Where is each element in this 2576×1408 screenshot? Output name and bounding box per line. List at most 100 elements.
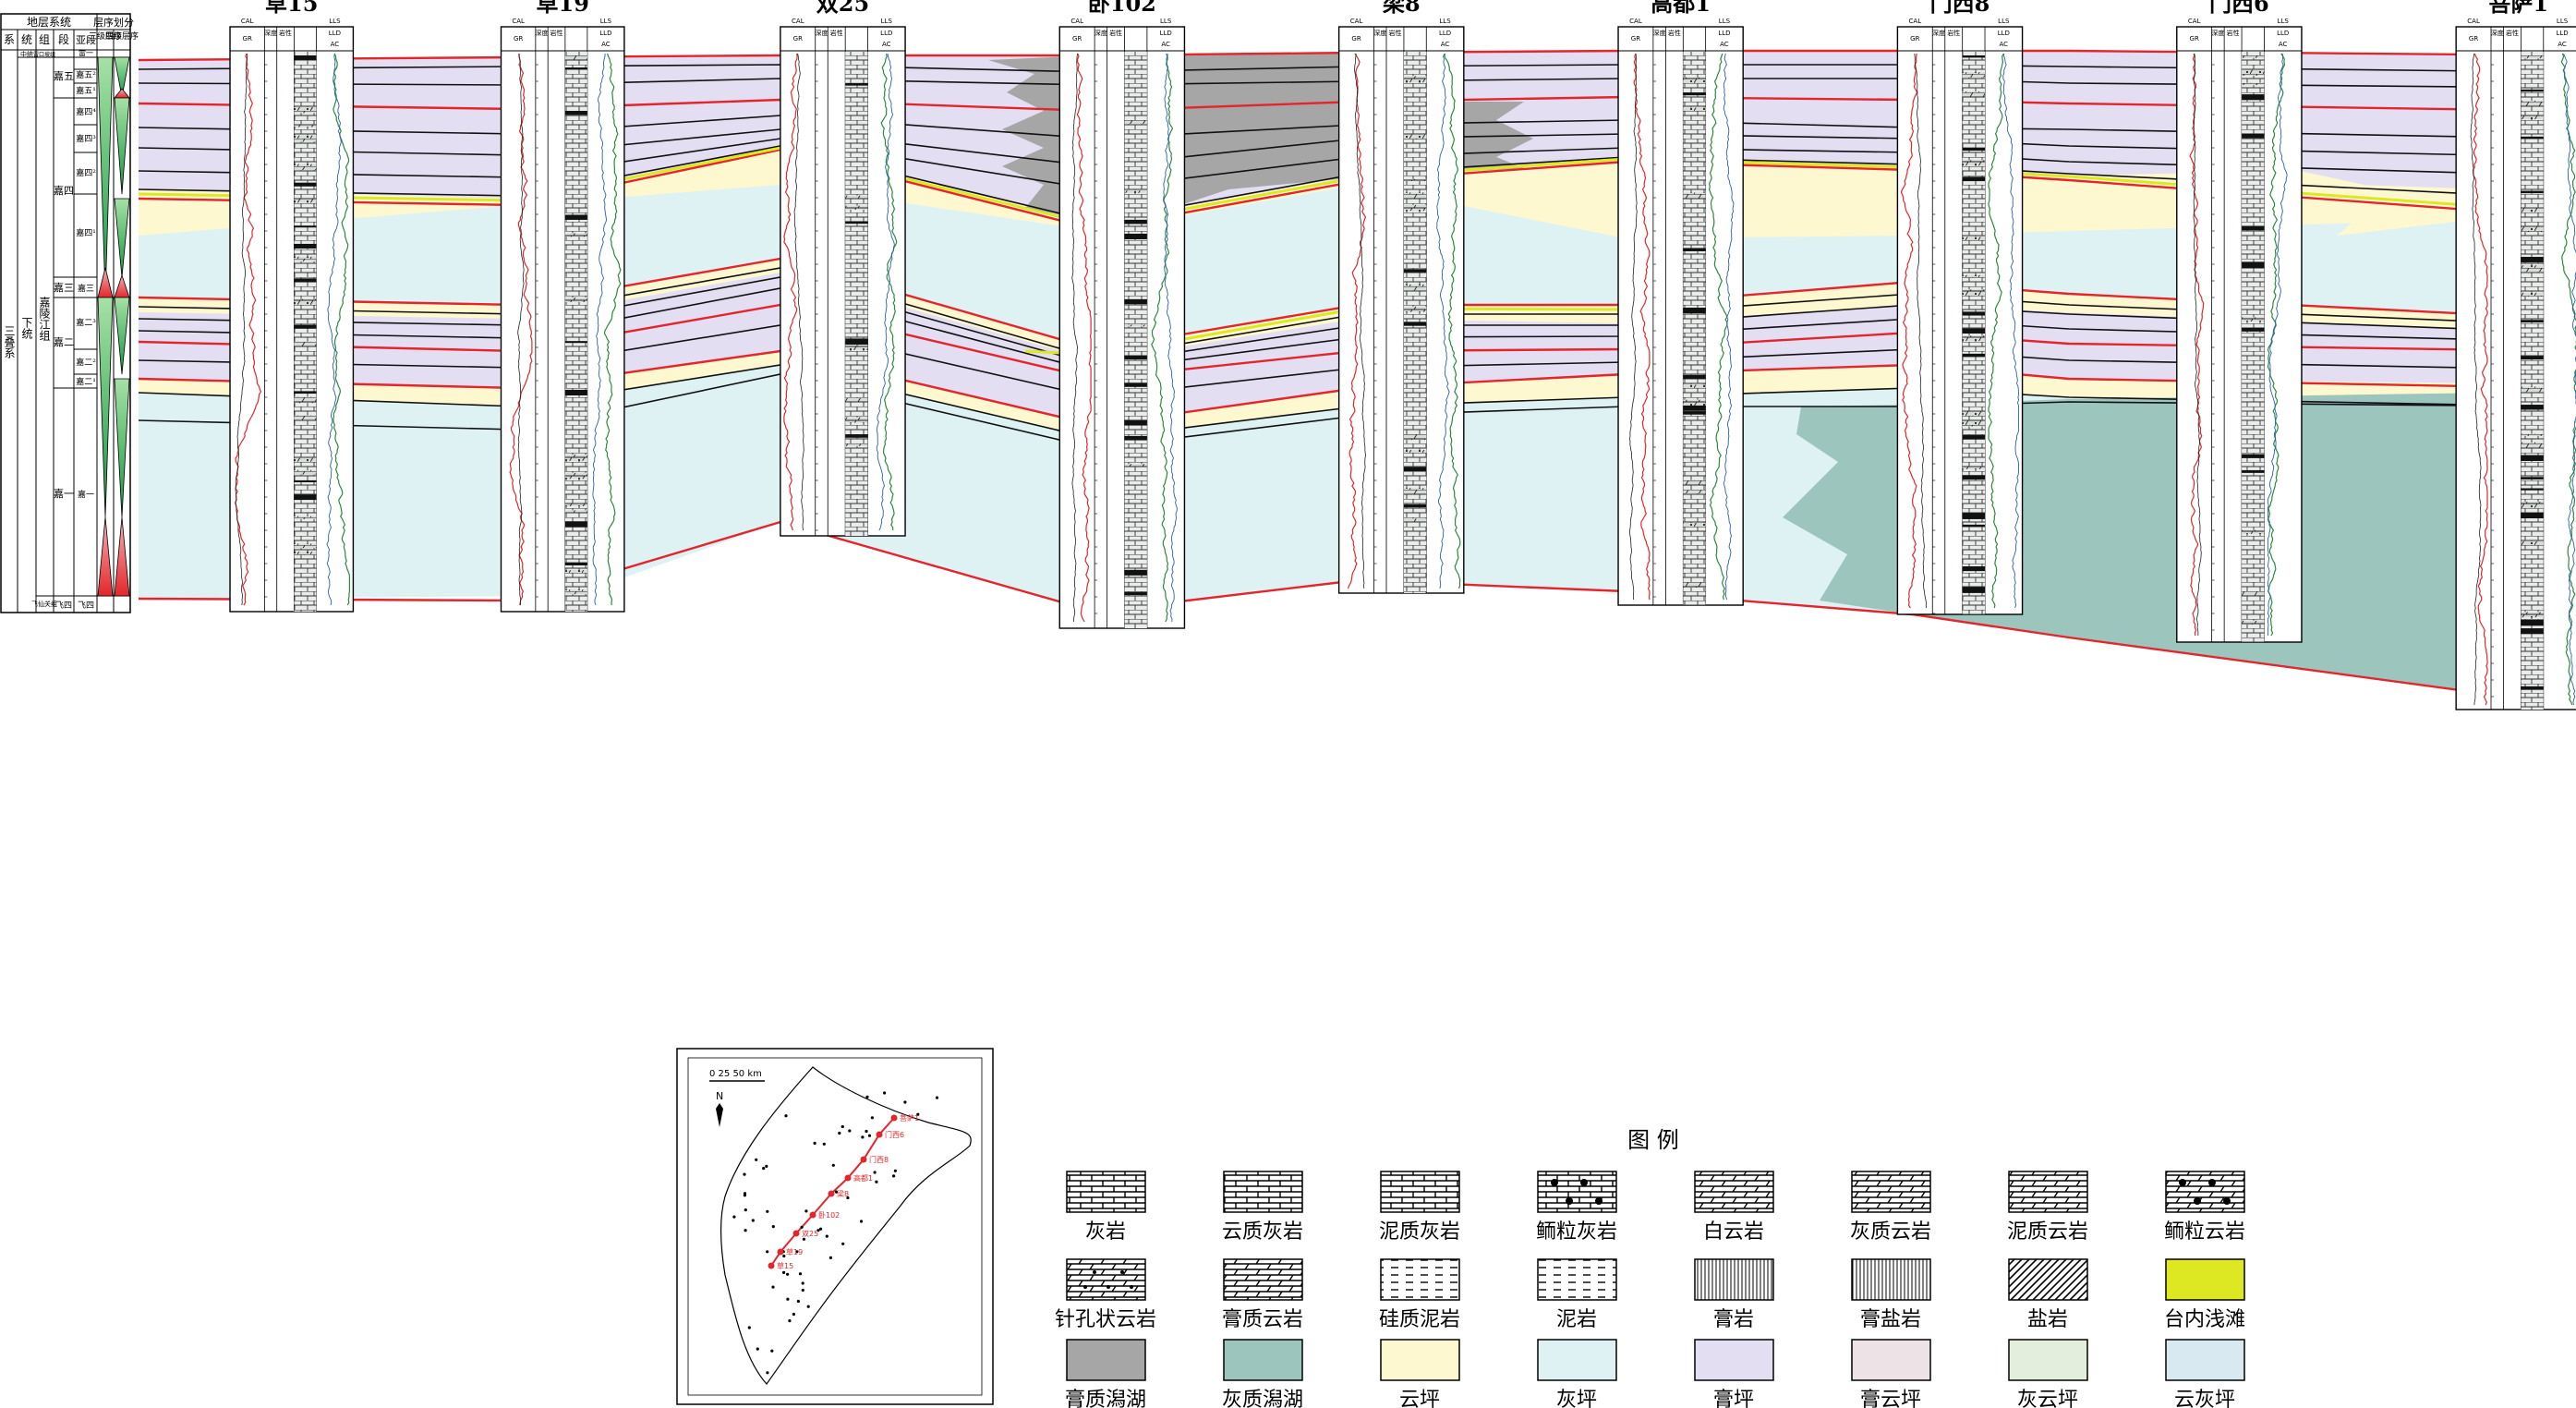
track-label: LLD xyxy=(2277,30,2289,37)
member-jia5: 嘉五 xyxy=(54,69,74,82)
sequence-triangles xyxy=(97,56,130,597)
map-well-dot xyxy=(834,1190,839,1194)
legend-item: 灰岩 xyxy=(1066,1171,1146,1244)
track-label: LLS xyxy=(1439,18,1451,25)
well-column: 门西6CALGR深度岩性LLSLLDAC xyxy=(2176,0,2303,643)
legend-label: 膏云坪 xyxy=(1860,1389,1921,1408)
map-well-dot xyxy=(751,1219,755,1222)
member-jia3: 嘉三 xyxy=(54,281,74,294)
legend-swatch xyxy=(2008,1258,2088,1301)
legend-item: 云质灰岩 xyxy=(1222,1171,1303,1244)
track-label: LLD xyxy=(1160,30,1172,37)
legend-swatch xyxy=(1851,1171,1931,1213)
wells-layer: 草15CALGR深度岩性LLSLLDAC草19CALGR深度岩性LLSLLDAC… xyxy=(229,0,2576,710)
jialingjiang-label: 嘉陵江组 xyxy=(38,297,51,341)
map-well-dots xyxy=(732,1091,939,1375)
map-well-dot xyxy=(782,1254,786,1258)
member-jia2: 嘉二 xyxy=(54,335,74,348)
map-well-dot xyxy=(744,1229,747,1232)
legend-item: 灰质潟湖 xyxy=(1222,1339,1303,1408)
legend-label: 白云岩 xyxy=(1703,1220,1764,1244)
submember-2: 嘉五² xyxy=(76,69,96,80)
map-well-dot xyxy=(762,1167,766,1171)
track-label: LLS xyxy=(1998,18,2010,25)
member-jia1: 嘉一 xyxy=(54,487,74,500)
jia3-dolo-flat-east xyxy=(2069,171,2568,236)
legend-label: 泥质灰岩 xyxy=(1379,1220,1460,1244)
legend-item: 泥质云岩 xyxy=(2007,1171,2088,1244)
legend-swatch xyxy=(1380,1339,1460,1381)
map-well-dot xyxy=(867,1134,872,1137)
legend-item: 膏坪 xyxy=(1694,1339,1774,1408)
track-label: CAL xyxy=(1070,18,1083,25)
legend-title: 图 例 xyxy=(1627,1127,1679,1153)
map-well-label: 高都1 xyxy=(853,1173,873,1183)
track-label: LLD xyxy=(1718,30,1730,37)
track-label: AC xyxy=(1441,41,1450,48)
track-label: AC xyxy=(2000,41,2009,48)
well-name: 门西8 xyxy=(1930,0,1990,17)
submember-7: 嘉四¹ xyxy=(76,227,96,238)
map-well-dot xyxy=(825,1234,828,1238)
well-name: 草19 xyxy=(537,0,589,17)
track-label: 深度 xyxy=(2491,29,2504,37)
map-well-label: 草19 xyxy=(786,1247,803,1256)
track-label: CAL xyxy=(1350,18,1363,25)
map-well-dot xyxy=(798,1272,803,1276)
map-well-dot xyxy=(916,1112,920,1116)
map-well-dot xyxy=(831,1163,835,1167)
track-label: 深度 xyxy=(1653,29,1666,37)
track-label: GR xyxy=(1910,35,1919,42)
track-label: AC xyxy=(1161,41,1170,48)
legend-swatch xyxy=(1537,1339,1617,1381)
legend-swatch xyxy=(1066,1339,1146,1381)
legend-label: 膏质云岩 xyxy=(1222,1308,1303,1331)
track-label: 岩性 xyxy=(1668,29,1681,37)
well-column: 双25CALGR深度岩性LLSLLDAC xyxy=(780,0,906,537)
map-well-dot xyxy=(804,1209,808,1213)
legend: 图 例 灰岩云质灰岩泥质灰岩鲕粒灰岩白云岩灰质云岩泥质云岩鲕粒云岩针孔状云岩膏质… xyxy=(1055,1127,2245,1408)
legend-label: 泥岩 xyxy=(1556,1308,1597,1331)
track-label: GR xyxy=(1351,35,1361,42)
track-label: AC xyxy=(2279,41,2288,48)
legend-swatch xyxy=(1537,1258,1617,1301)
map-well-dot xyxy=(800,1225,804,1229)
track-label: CAL xyxy=(2467,18,2480,25)
leikoupo-label: 雷口坡组 xyxy=(33,51,55,58)
map-well-dot xyxy=(795,1250,799,1254)
member-jia4: 嘉四 xyxy=(54,184,74,197)
header-third-order: 三级层序 xyxy=(89,30,122,42)
track-label: LLD xyxy=(599,30,611,37)
well-column: 卧102CALGR深度岩性LLSLLDAC xyxy=(1058,0,1186,629)
map-well-dot xyxy=(848,1129,852,1133)
legend-label: 泥质云岩 xyxy=(2007,1220,2088,1244)
legend-item: 膏质云岩 xyxy=(1222,1258,1303,1331)
legend-label: 云质灰岩 xyxy=(1222,1220,1303,1244)
map-well-label: 草15 xyxy=(777,1261,793,1270)
map-well-dot xyxy=(766,1371,769,1375)
map-well-dot xyxy=(819,1227,823,1231)
map-well-dot xyxy=(841,1124,844,1129)
well-column: 草15CALGR深度岩性LLSLLDAC xyxy=(229,0,355,613)
legend-item: 云坪 xyxy=(1380,1339,1460,1408)
legend-swatch xyxy=(1694,1258,1774,1301)
map-well-dot xyxy=(755,1158,758,1161)
map-well-dot xyxy=(806,1305,810,1308)
map-well-dot xyxy=(788,1319,792,1323)
map-section-well xyxy=(844,1174,852,1182)
track-label: LLS xyxy=(329,18,341,25)
track-label: CAL xyxy=(241,18,254,25)
legend-label: 膏岩 xyxy=(1713,1308,1754,1331)
legend-item: 盐岩 xyxy=(2008,1258,2088,1331)
submember-12: 嘉一 xyxy=(78,489,94,500)
track-label: 深度 xyxy=(1932,29,1945,37)
well-name: 卧102 xyxy=(1088,0,1156,17)
map-well-dot xyxy=(796,1299,801,1304)
legend-item: 灰坪 xyxy=(1537,1339,1617,1408)
map-well-dot xyxy=(765,1164,768,1168)
map-well-label: 门西8 xyxy=(869,1155,889,1164)
legend-label: 云灰坪 xyxy=(2174,1389,2235,1408)
legend-item: 膏盐岩 xyxy=(1851,1258,1931,1331)
